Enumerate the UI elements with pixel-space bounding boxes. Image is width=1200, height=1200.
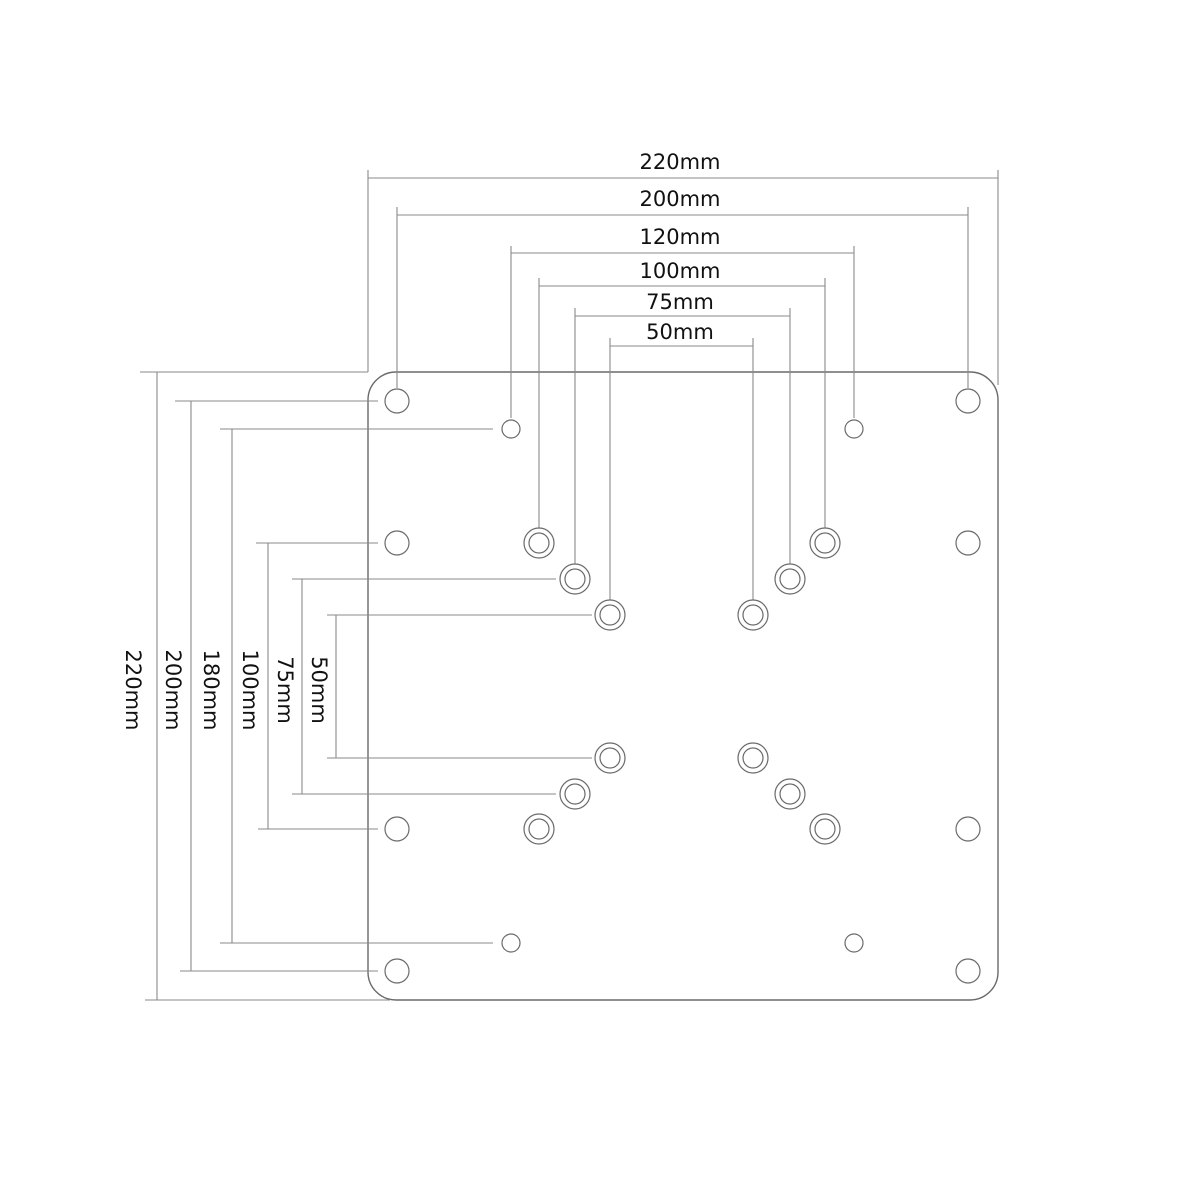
dim-label-v-200: 200mm: [161, 650, 185, 731]
dim-label-h-50: 50mm: [646, 320, 714, 344]
hole-200-bl: [384, 958, 410, 984]
hole-side-l1: [384, 530, 410, 556]
horizontal-dimensions: [367, 170, 999, 600]
dim-label-v-75: 75mm: [273, 656, 297, 724]
hole-120-tr: [844, 419, 864, 439]
hole-side-l2: [384, 816, 410, 842]
holes: [384, 388, 981, 984]
dim-label-v-220: 220mm: [121, 650, 145, 731]
hole-side-r1: [955, 530, 981, 556]
dim-label-h-200: 200mm: [640, 187, 721, 211]
dim-label-h-75: 75mm: [646, 290, 714, 314]
dim-label-v-100: 100mm: [238, 650, 262, 731]
dim-label-h-220: 220mm: [640, 150, 721, 174]
hole-120-tl: [501, 419, 521, 439]
hole-200-br: [955, 958, 981, 984]
hole-200-tr: [955, 388, 981, 414]
hole-200-tl: [384, 388, 410, 414]
dim-label-v-180: 180mm: [199, 650, 223, 731]
hole-side-r2: [955, 816, 981, 842]
dim-label-h-120: 120mm: [640, 225, 721, 249]
dim-label-h-100: 100mm: [640, 259, 721, 283]
dim-label-v-50: 50mm: [307, 656, 331, 724]
hole-120-br: [844, 933, 864, 953]
hole-120-bl: [501, 933, 521, 953]
mounting-plate: [367, 371, 999, 1001]
vertical-dimensions: [140, 371, 592, 1001]
